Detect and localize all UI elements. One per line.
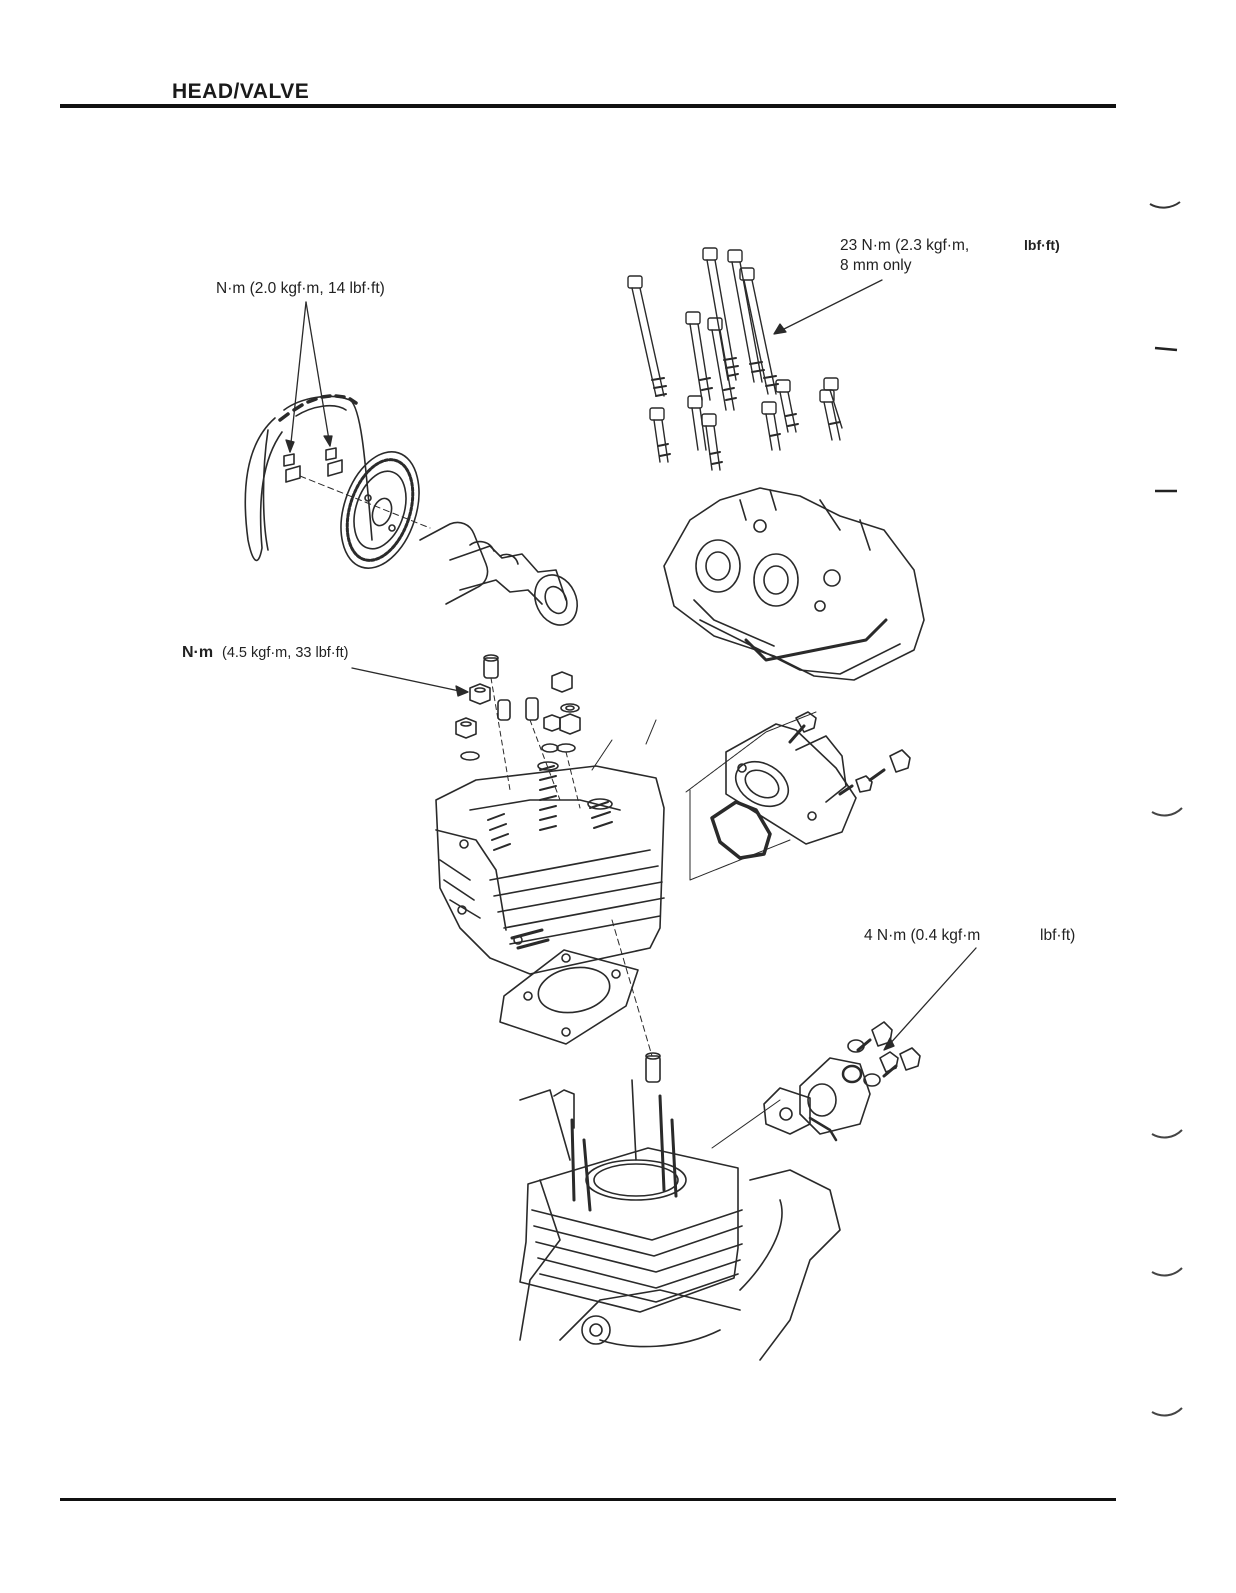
callout-tensioner-bolt-torque-unit: lbf·ft) [1040, 927, 1076, 944]
callout-leader-lines [285, 279, 977, 1051]
callout-head-bolt-note: 8 mm only [840, 257, 912, 274]
header-rule [60, 104, 1116, 108]
cylinder-head-cover [663, 487, 925, 681]
margin-tab-marker [1155, 489, 1177, 493]
intake-insulator [725, 723, 857, 845]
head-nuts-and-washers [455, 654, 581, 809]
margin-tab-marker [1151, 1267, 1183, 1277]
callout-head-nut-torque: (4.5 kgf·m, 33 lbf·ft) [222, 645, 349, 661]
margin-tab-marker [1149, 201, 1181, 209]
margin-tab-marker [1154, 346, 1178, 352]
margin-tab-marker [1151, 807, 1183, 817]
tensioner-bolts-and-washers [841, 1021, 921, 1087]
camshaft [419, 521, 578, 626]
callout-head-bolt-torque-unit: lbf·ft) [1024, 237, 1060, 253]
cam-sprocket [340, 451, 420, 569]
cam-chain-tensioner [711, 1057, 871, 1149]
callout-head-nut-torque-prefix: N·m [182, 644, 214, 661]
crankcase [519, 1169, 841, 1361]
cam-sprocket-bolts [283, 447, 431, 529]
cam-chain-illustration [244, 394, 373, 562]
cylinder-head [435, 761, 665, 975]
dowel-pin [645, 1052, 661, 1083]
page-title: HEAD/VALVE [172, 80, 310, 103]
intake-o-ring [710, 800, 772, 860]
intake-bolts [591, 711, 911, 881]
callout-cam-sprocket-bolt-torque: N·m (2.0 kgf·m, 14 lbf·ft) [216, 280, 385, 297]
cylinder-block [519, 1079, 743, 1313]
margin-tab-marker [1151, 1129, 1183, 1139]
callout-tensioner-bolt-torque: 4 N·m (0.4 kgf·m [864, 927, 981, 944]
head-gasket [499, 919, 653, 1057]
callout-head-bolt-torque: 23 N·m (2.3 kgf·m, [840, 237, 970, 254]
margin-tab-marker [1151, 1407, 1183, 1417]
head-cover-bolts [627, 247, 843, 471]
footer-rule [60, 1498, 1116, 1501]
